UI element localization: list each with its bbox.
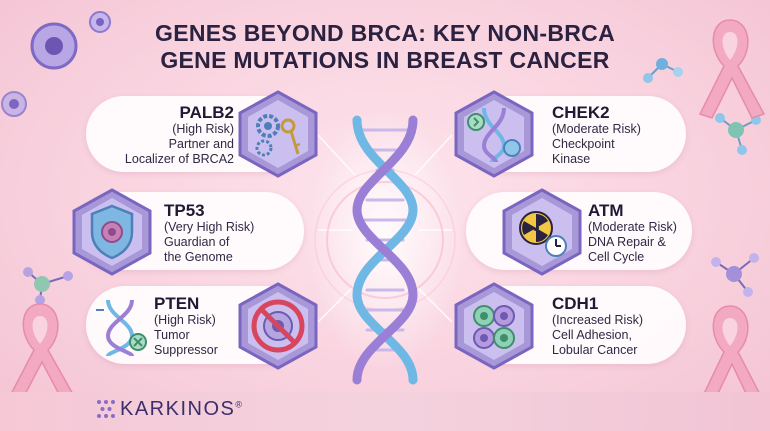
molecule-icon bbox=[715, 113, 761, 155]
gene-risk: (Very High Risk) bbox=[164, 220, 255, 234]
gene-text-cdh1: CDH1 (Increased Risk) Cell Adhesion, Lob… bbox=[552, 294, 684, 358]
gene-description: Cell Cycle bbox=[588, 250, 645, 264]
gene-description: Localizer of BRCA2 bbox=[124, 152, 234, 166]
gene-description: the Genome bbox=[164, 250, 233, 264]
molecule-icon bbox=[643, 58, 683, 83]
dna-repair-icon bbox=[96, 299, 147, 358]
gene-name: PALB2 bbox=[179, 103, 234, 122]
brand-wordmark: KARKINOS bbox=[120, 398, 236, 420]
gene-description: Tumor bbox=[154, 328, 190, 342]
gene-name: TP53 bbox=[164, 201, 205, 220]
dna-checkpoint-icon bbox=[454, 90, 534, 178]
title-line-2: GENE MUTATIONS IN BREAST CANCER bbox=[160, 47, 610, 73]
gene-description: DNA Repair & bbox=[588, 235, 666, 249]
awareness-ribbon-icon bbox=[8, 303, 76, 400]
gene-risk: (Moderate Risk) bbox=[588, 220, 677, 234]
registered-mark: ® bbox=[235, 399, 244, 410]
footer-band bbox=[0, 392, 770, 431]
gene-risk: (High Risk) bbox=[154, 313, 216, 327]
molecule-icon bbox=[23, 267, 73, 305]
gene-text-tp53: TP53 (Very High Risk) Guardian of the Ge… bbox=[164, 201, 298, 265]
gene-description: Suppressor bbox=[154, 343, 218, 357]
gene-description: Checkpoint bbox=[552, 137, 615, 151]
shield-cell-icon bbox=[72, 188, 152, 276]
gene-text-chek2: CHEK2 (Moderate Risk) Checkpoint Kinase bbox=[552, 103, 682, 167]
cell-cluster-icon bbox=[1, 11, 111, 117]
gene-description: Kinase bbox=[552, 152, 591, 166]
title-line-1: GENES BEYOND BRCA: KEY NON-BRCA bbox=[155, 20, 615, 46]
gene-description: Lobular Cancer bbox=[552, 343, 638, 357]
awareness-ribbon-icon bbox=[698, 19, 766, 119]
gene-text-palb2: PALB2 (High Risk) Partner and Localizer … bbox=[92, 103, 234, 167]
gene-text-pten: PTEN (High Risk) Tumor Suppressor bbox=[154, 294, 252, 358]
gene-description: Guardian of bbox=[164, 235, 230, 249]
brand-name: KARKINOS® bbox=[120, 398, 244, 421]
gene-risk: (Increased Risk) bbox=[552, 313, 643, 327]
molecule-icon bbox=[711, 253, 759, 297]
page-title: GENES BEYOND BRCA: KEY NON-BRCA GENE MUT… bbox=[120, 20, 650, 74]
dna-helix-icon bbox=[307, 110, 463, 385]
gene-name: ATM bbox=[588, 201, 624, 220]
awareness-ribbon-icon bbox=[698, 305, 766, 407]
gene-risk: (High Risk) bbox=[172, 122, 234, 136]
prohibited-cell-icon bbox=[238, 282, 318, 370]
adhering-cells-icon bbox=[454, 282, 534, 370]
gene-text-atm: ATM (Moderate Risk) DNA Repair & Cell Cy… bbox=[588, 201, 688, 265]
gene-description: Cell Adhesion, bbox=[552, 328, 632, 342]
gene-name: PTEN bbox=[154, 294, 200, 313]
gene-name: CHEK2 bbox=[552, 103, 610, 122]
karkinos-logo-icon bbox=[97, 400, 115, 418]
gene-risk: (Moderate Risk) bbox=[552, 122, 641, 136]
gene-name: CDH1 bbox=[552, 294, 599, 313]
gears-and-keys-icon bbox=[238, 90, 318, 178]
gene-description: Partner and bbox=[168, 137, 234, 151]
radiation-clock-icon bbox=[502, 188, 582, 276]
